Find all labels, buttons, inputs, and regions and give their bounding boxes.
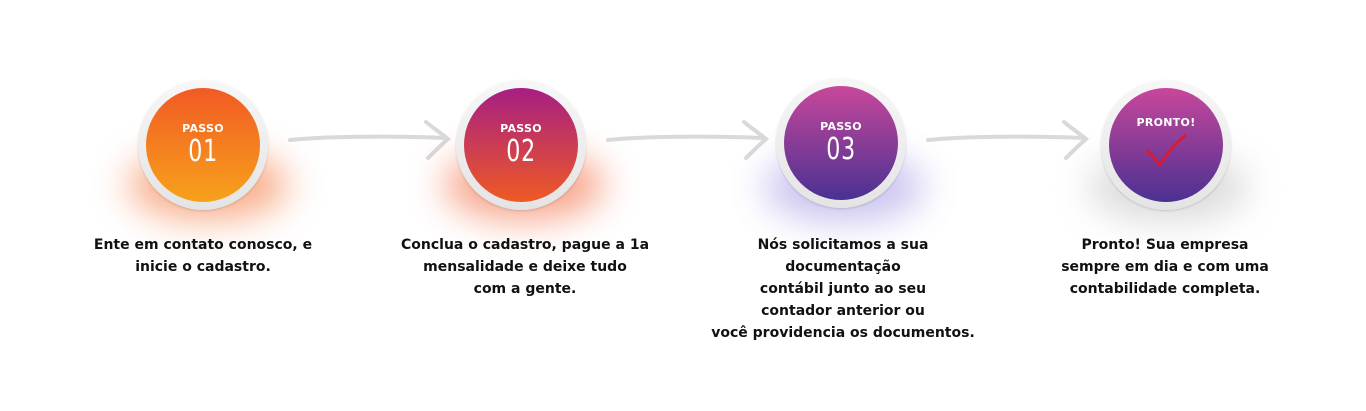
step-4-line-2: sempre em dia e com uma — [1061, 259, 1269, 275]
step-1-kicker: PASSO — [182, 121, 224, 135]
step-3-description: Nós solicitamos a sua documentação contá… — [693, 234, 993, 344]
arrow-right-icon — [926, 120, 1090, 160]
step-3-line-4: contador anterior ou — [761, 303, 925, 319]
checkmark-icon — [1145, 134, 1187, 166]
step-4-circle: PRONTO! — [1109, 88, 1223, 202]
arrow-right-icon — [606, 120, 770, 160]
step-3-line-1: Nós solicitamos a sua — [757, 237, 929, 253]
step-1-badge: PASSO 01 — [138, 80, 268, 210]
step-3-badge: PASSO 03 — [776, 78, 906, 208]
step-3-kicker: PASSO — [820, 119, 862, 133]
step-1-line-2: inicie o cadastro. — [135, 259, 271, 275]
step-3-circle: PASSO 03 — [784, 86, 898, 200]
step-1-number: 01 — [188, 133, 218, 169]
step-3-number: 03 — [826, 131, 856, 167]
arrow-right-icon — [288, 120, 452, 160]
step-1-circle: PASSO 01 — [146, 88, 260, 202]
step-2-badge: PASSO 02 — [456, 80, 586, 210]
step-4-line-3: contabilidade completa. — [1069, 281, 1261, 297]
step-4-badge: PRONTO! — [1101, 80, 1231, 210]
step-2-line-3: com a gente. — [473, 281, 577, 297]
step-3-line-3: contábil junto ao seu — [759, 281, 927, 297]
step-2-description: Conclua o cadastro, pague a 1a mensalida… — [390, 234, 660, 300]
step-2-number: 02 — [506, 133, 536, 169]
step-3-line-2: documentação — [785, 259, 901, 275]
step-2-circle: PASSO 02 — [464, 88, 578, 202]
step-1-description: Ente em contato conosco, e inicie o cada… — [83, 234, 323, 278]
step-2-line-2: mensalidade e deixe tudo — [423, 259, 627, 275]
step-2-line-1: Conclua o cadastro, pague a 1a — [400, 237, 650, 253]
step-3-line-5: você providencia os documentos. — [711, 325, 975, 341]
step-2-kicker: PASSO — [500, 121, 542, 135]
step-4-description: Pronto! Sua empresa sempre em dia e com … — [1040, 234, 1290, 300]
step-1-line-1: Ente em contato conosco, e — [93, 237, 313, 253]
step-4-line-1: Pronto! Sua empresa — [1081, 237, 1249, 253]
step-4-kicker: PRONTO! — [1136, 115, 1196, 129]
